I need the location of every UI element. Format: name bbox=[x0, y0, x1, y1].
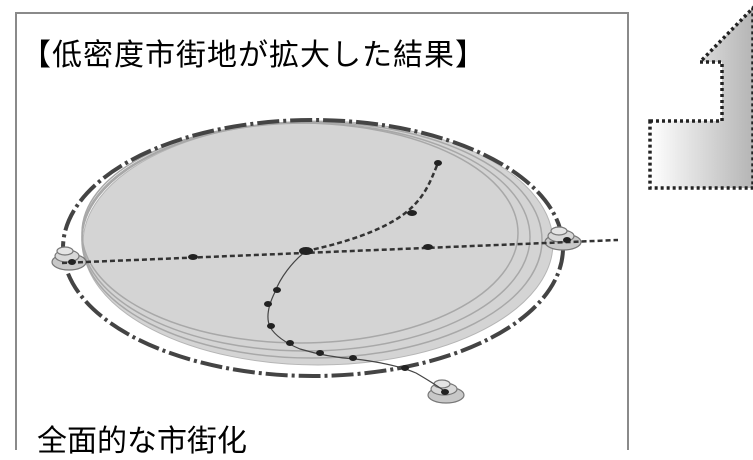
station bbox=[188, 254, 198, 260]
station bbox=[68, 259, 76, 265]
transition-arrow-icon bbox=[648, 5, 753, 190]
station bbox=[423, 244, 433, 250]
station bbox=[441, 389, 449, 395]
station bbox=[273, 287, 281, 293]
rail-line-east-west bbox=[61, 238, 619, 265]
station bbox=[434, 160, 442, 166]
panel-title: 【低密度市街地が拡大した結果】 bbox=[21, 38, 486, 73]
station bbox=[407, 210, 417, 216]
station bbox=[316, 350, 324, 356]
station bbox=[264, 301, 272, 307]
station bbox=[401, 365, 409, 371]
station bbox=[349, 355, 357, 361]
station-central bbox=[299, 247, 313, 255]
station bbox=[267, 323, 275, 329]
rail-line-north bbox=[305, 162, 440, 253]
stations bbox=[68, 160, 571, 395]
station bbox=[563, 237, 571, 243]
satellite-town-south bbox=[427, 379, 465, 404]
station bbox=[286, 340, 294, 346]
urban-sprawl-diagram bbox=[51, 118, 619, 404]
